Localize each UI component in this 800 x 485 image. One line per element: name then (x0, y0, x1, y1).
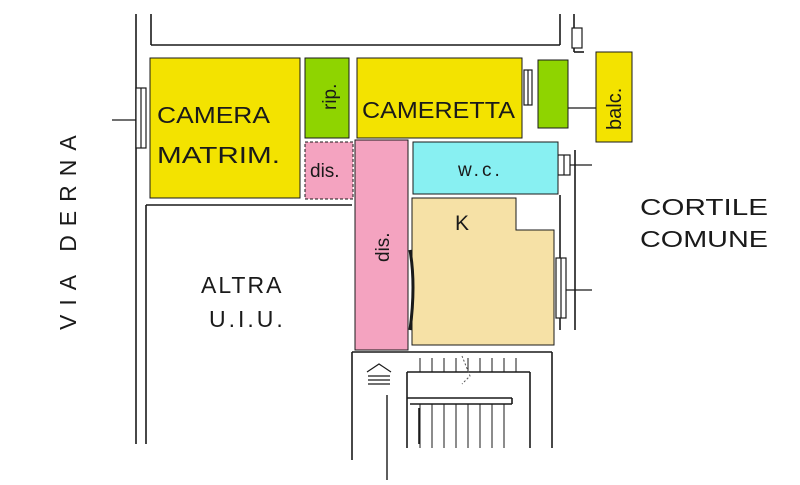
label-camera-line1: CAMERA (157, 102, 271, 128)
room-cameretta (356, 57, 523, 139)
entrance-arrow-icon (366, 363, 392, 385)
label-other-unit-line1: ALTRA (201, 272, 283, 298)
stair-direction-mark (461, 355, 471, 385)
label-other-unit-line2: U.I.U. (209, 306, 286, 332)
label-dis-corridor: dis. (373, 232, 394, 262)
label-dis-small: dis. (310, 161, 340, 182)
label-cameretta: CAMERETTA (362, 97, 516, 123)
label-rip: rip. (320, 84, 341, 110)
label-camera-line2: MATRIM. (157, 142, 280, 168)
room-balcone-green (537, 59, 569, 129)
label-courtyard-line1: CORTILE (640, 194, 768, 220)
label-wc: w.c. (457, 160, 503, 181)
label-street: VIA DERNA (55, 126, 81, 330)
room-camera-matrimoniale (149, 57, 301, 199)
window-symbols (112, 27, 598, 319)
sliding-door-mark (408, 249, 415, 331)
label-balc: balc. (604, 88, 626, 130)
room-disimpegno-small (304, 141, 354, 200)
room-disimpegno-corridor (354, 139, 409, 351)
window-balcony (571, 27, 583, 49)
label-courtyard-line2: COMUNE (640, 226, 768, 252)
room-kitchen (411, 197, 555, 346)
room-balcone-yellow (595, 51, 633, 143)
room-wc (412, 141, 559, 195)
label-kitchen: K (455, 212, 469, 235)
room-ripostiglio (304, 57, 350, 139)
